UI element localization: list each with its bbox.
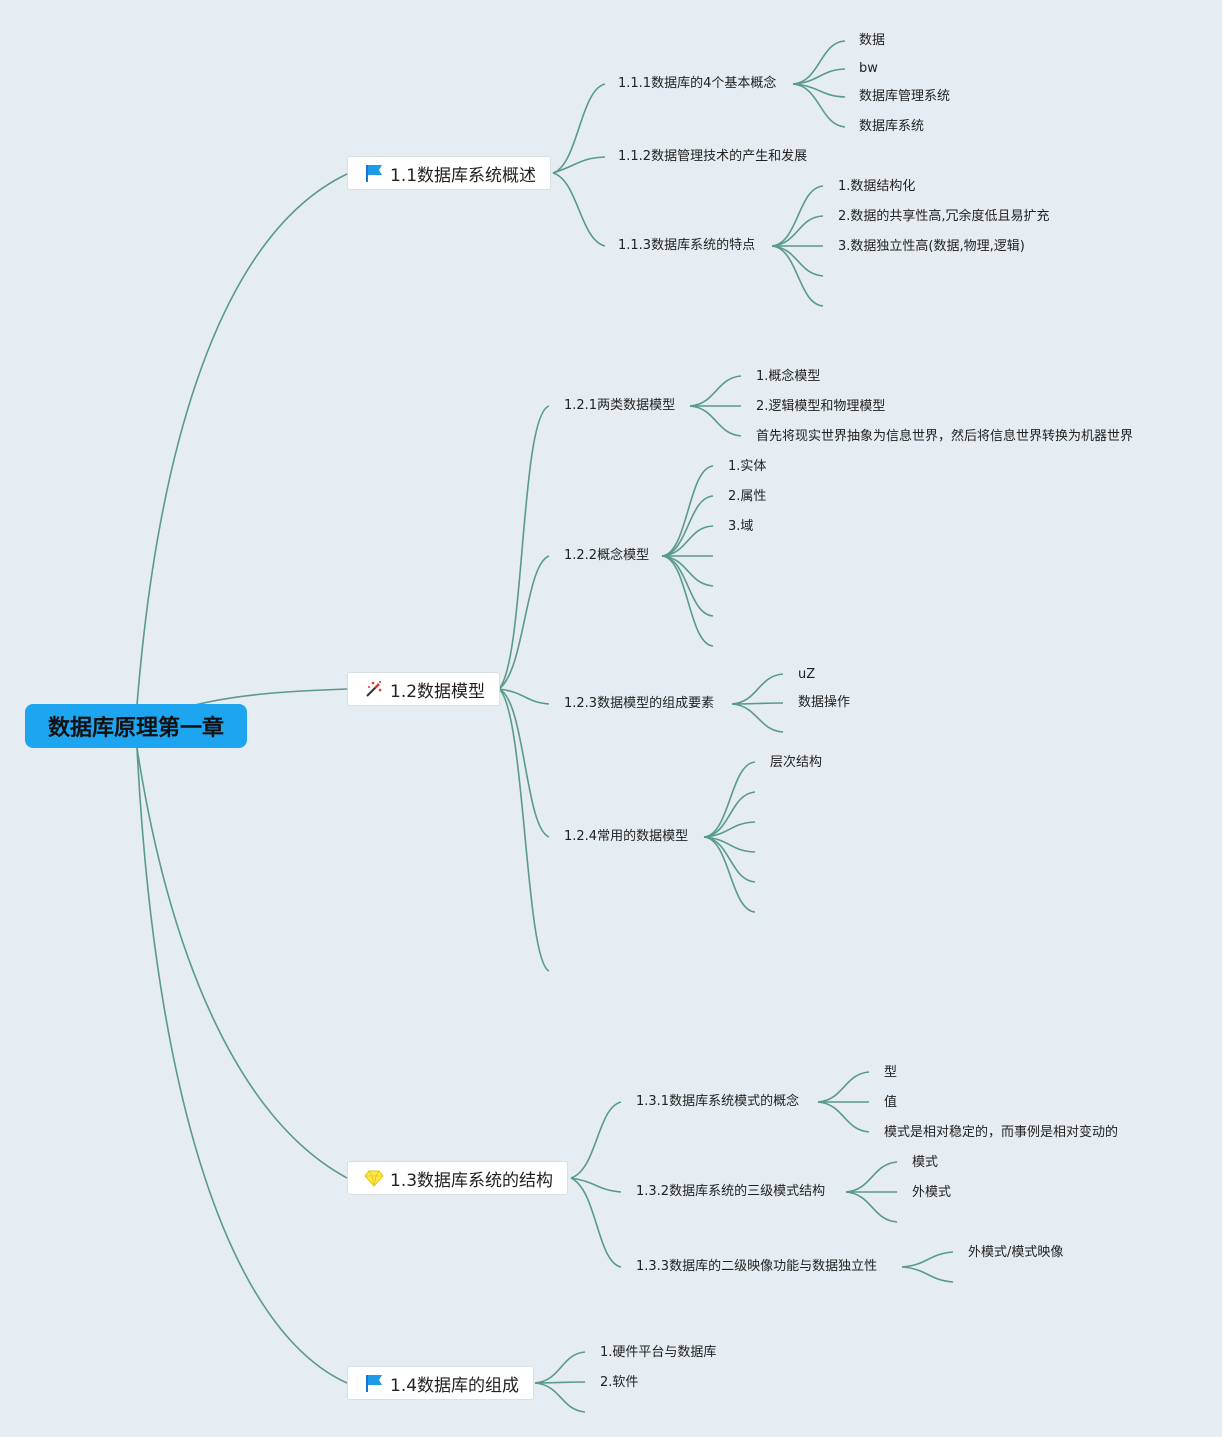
edge-t2-s121 <box>498 405 550 690</box>
topic-1-1[interactable]: 1.1数据库系统概述 <box>347 156 552 190</box>
blue-flag-icon <box>364 1373 384 1393</box>
edge-root-t4 <box>136 747 348 1384</box>
topic-1-4[interactable]: 1.4数据库的组成 <box>347 1366 535 1400</box>
edge-t1-s111 <box>552 83 606 174</box>
leaf-node[interactable]: 3.数据独立性高(数据,物理,逻辑) <box>838 239 1025 254</box>
subtopic-1-3-3[interactable]: 1.3.3数据库的二级映像功能与数据独立性 <box>636 1259 878 1274</box>
leaf-node[interactable]: 1.概念模型 <box>756 369 821 384</box>
leaf-node[interactable]: uZ <box>798 667 816 682</box>
edge-t2-extra <box>498 688 550 972</box>
edge-root-t2 <box>194 688 348 706</box>
subtopic-1-2-4[interactable]: 1.2.4常用的数据模型 <box>564 829 689 844</box>
leaf-node[interactable]: 型 <box>884 1065 898 1080</box>
leaf-node[interactable]: 1.实体 <box>728 459 767 474</box>
edge-t2-s123 <box>498 688 550 705</box>
leaf-node[interactable]: 2.数据的共享性高,冗余度低且易扩充 <box>838 209 1050 224</box>
diamond-icon <box>364 1168 384 1188</box>
edge-t3-s133 <box>570 1177 622 1268</box>
leaf-node[interactable]: 3.域 <box>728 519 754 534</box>
leaf-node[interactable]: 外模式 <box>912 1185 952 1200</box>
topic-1-3-label: 1.3数据库系统的结构 <box>390 1170 554 1191</box>
subtopic-1-1-2[interactable]: 1.1.2数据管理技术的产生和发展 <box>618 149 808 164</box>
leaf-node[interactable]: 2.属性 <box>728 489 767 504</box>
edge-t1-s113 <box>552 172 606 247</box>
leaf-node[interactable]: 数据操作 <box>798 695 851 710</box>
leaf-node[interactable]: 2.逻辑模型和物理模型 <box>756 399 886 414</box>
edge-t2-s122 <box>498 555 550 690</box>
topic-1-4-label: 1.4数据库的组成 <box>390 1375 520 1396</box>
subtopic-1-2-2[interactable]: 1.2.2概念模型 <box>564 548 650 563</box>
leaf-node[interactable]: 数据库系统 <box>859 119 925 134</box>
topic-1-2[interactable]: 1.2数据模型 <box>347 672 501 706</box>
edge-root-t3 <box>136 747 348 1179</box>
topic-1-2-label: 1.2数据模型 <box>390 681 486 702</box>
leaf-node[interactable]: 1.数据结构化 <box>838 179 916 194</box>
leaf-node[interactable]: 模式是相对稳定的，而事例是相对变动的 <box>884 1125 1119 1140</box>
leaf-node[interactable]: 模式 <box>912 1155 939 1170</box>
edge-root-t1 <box>136 173 348 706</box>
leaf-node[interactable]: bw <box>859 61 878 76</box>
leaf-node[interactable]: 值 <box>884 1095 898 1110</box>
subtopic-1-2-3[interactable]: 1.2.3数据模型的组成要素 <box>564 696 715 711</box>
edge-t3-s131 <box>570 1101 622 1179</box>
edge-t3-s132 <box>570 1177 622 1193</box>
topic-1-1-label: 1.1数据库系统概述 <box>390 165 537 186</box>
blue-flag-icon <box>364 163 384 183</box>
topic-1-3[interactable]: 1.3数据库系统的结构 <box>347 1161 569 1195</box>
edge-t1-s112 <box>552 156 606 174</box>
magic-wand-icon <box>364 679 384 699</box>
root-topic[interactable]: 数据库原理第一章 <box>25 704 247 748</box>
subtopic-1-1-3[interactable]: 1.1.3数据库系统的特点 <box>618 238 756 253</box>
leaf-node[interactable]: 数据 <box>859 33 886 48</box>
leaf-node[interactable]: 数据库管理系统 <box>859 89 951 104</box>
edge-t2-s124 <box>498 688 550 838</box>
leaf-node[interactable]: 1.硬件平台与数据库 <box>600 1345 717 1360</box>
subtopic-1-3-2[interactable]: 1.3.2数据库系统的三级模式结构 <box>636 1184 826 1199</box>
subtopic-1-1-1[interactable]: 1.1.1数据库的4个基本概念 <box>618 76 777 91</box>
leaf-node[interactable]: 首先将现实世界抽象为信息世界，然后将信息世界转换为机器世界 <box>756 429 1134 444</box>
leaf-node[interactable]: 2.软件 <box>600 1375 639 1390</box>
subtopic-1-2-1[interactable]: 1.2.1两类数据模型 <box>564 398 676 413</box>
subtopic-1-3-1[interactable]: 1.3.1数据库系统模式的概念 <box>636 1094 800 1109</box>
leaf-node[interactable]: 层次结构 <box>770 755 823 770</box>
leaf-node[interactable]: 外模式/模式映像 <box>968 1245 1064 1260</box>
